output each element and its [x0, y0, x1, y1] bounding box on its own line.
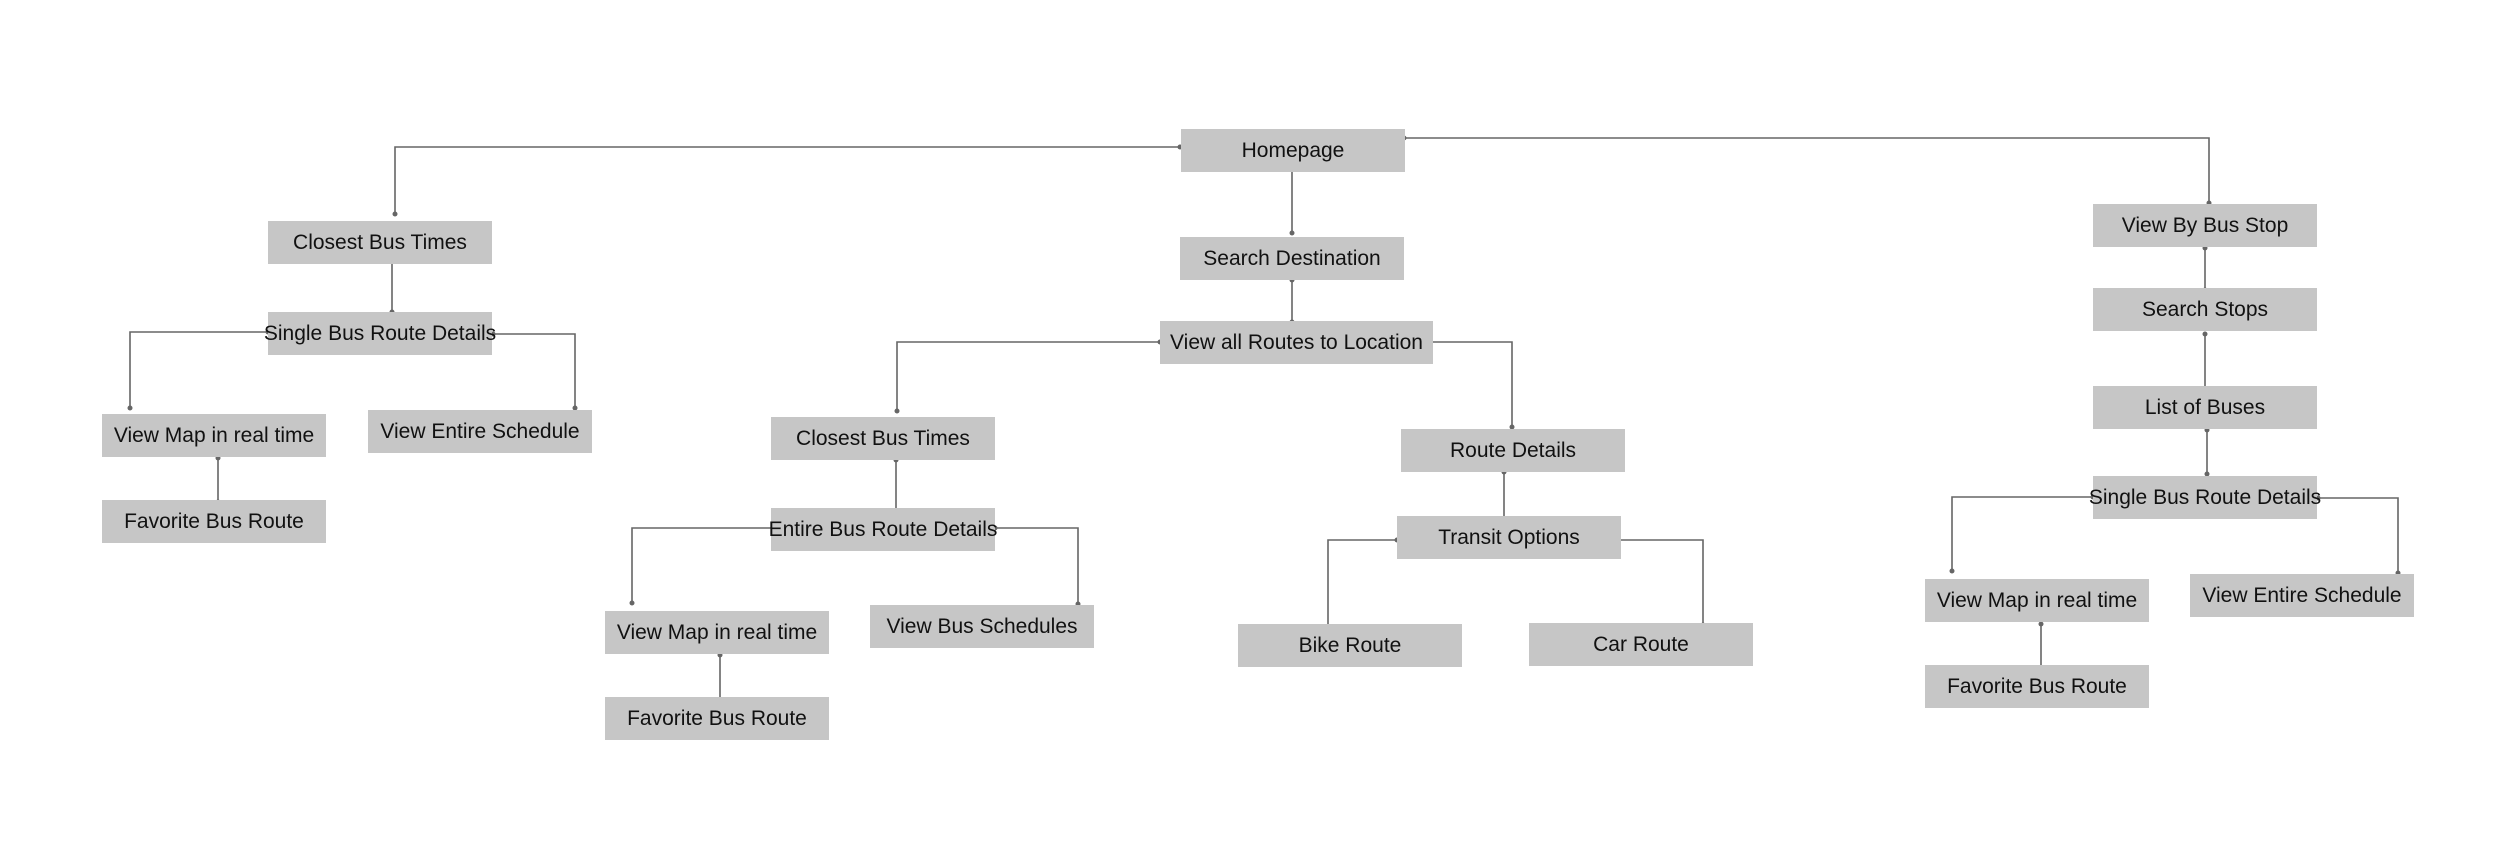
node-route-details: Route Details [1401, 429, 1625, 472]
node-view-map-real-time: View Map in real time [102, 414, 326, 457]
connector-homepage-closest [394, 146, 1180, 214]
connector-single-schedule [493, 333, 576, 408]
node-single-bus-route-details-3: Single Bus Route Details [2089, 476, 2321, 519]
connector-entire-schedules [995, 527, 1079, 604]
node-single-bus-route-details: Single Bus Route Details [264, 312, 496, 355]
node-closest-bus-times-2: Closest Bus Times [771, 417, 995, 460]
connector-single3-map [1951, 496, 2093, 571]
node-favorite-bus-route-2: Favorite Bus Route [605, 697, 829, 740]
node-search-stops: Search Stops [2093, 288, 2317, 331]
node-view-by-bus-stop: View By Bus Stop [2093, 204, 2317, 247]
connector-single3-schedule [2318, 497, 2399, 573]
node-closest-bus-times: Closest Bus Times [268, 221, 492, 264]
node-view-map-real-time-3: View Map in real time [1925, 579, 2149, 622]
node-view-bus-schedules: View Bus Schedules [870, 605, 1094, 648]
node-view-map-real-time-2: View Map in real time [605, 611, 829, 654]
node-homepage: Homepage [1181, 129, 1405, 172]
node-favorite-bus-route-3: Favorite Bus Route [1925, 665, 2149, 708]
node-view-entire-schedule: View Entire Schedule [368, 410, 592, 453]
node-list-of-buses: List of Buses [2093, 386, 2317, 429]
connector-single-map [129, 331, 268, 408]
connector-routes-details [1433, 341, 1513, 427]
connector-entire-map [631, 527, 771, 603]
node-bike-route: Bike Route [1238, 624, 1462, 667]
node-transit-options: Transit Options [1397, 516, 1621, 559]
connector-routes-closest [896, 341, 1160, 411]
node-car-route: Car Route [1529, 623, 1753, 666]
connector-transit-bike [1327, 539, 1397, 625]
node-favorite-bus-route: Favorite Bus Route [102, 500, 326, 543]
node-view-all-routes: View all Routes to Location [1160, 321, 1433, 364]
connector-homepage-busstop [1404, 137, 2210, 203]
connector-transit-car [1620, 539, 1704, 625]
node-view-entire-schedule-3: View Entire Schedule [2190, 574, 2414, 617]
node-search-destination: Search Destination [1180, 237, 1404, 280]
node-entire-bus-route-details: Entire Bus Route Details [769, 508, 997, 551]
